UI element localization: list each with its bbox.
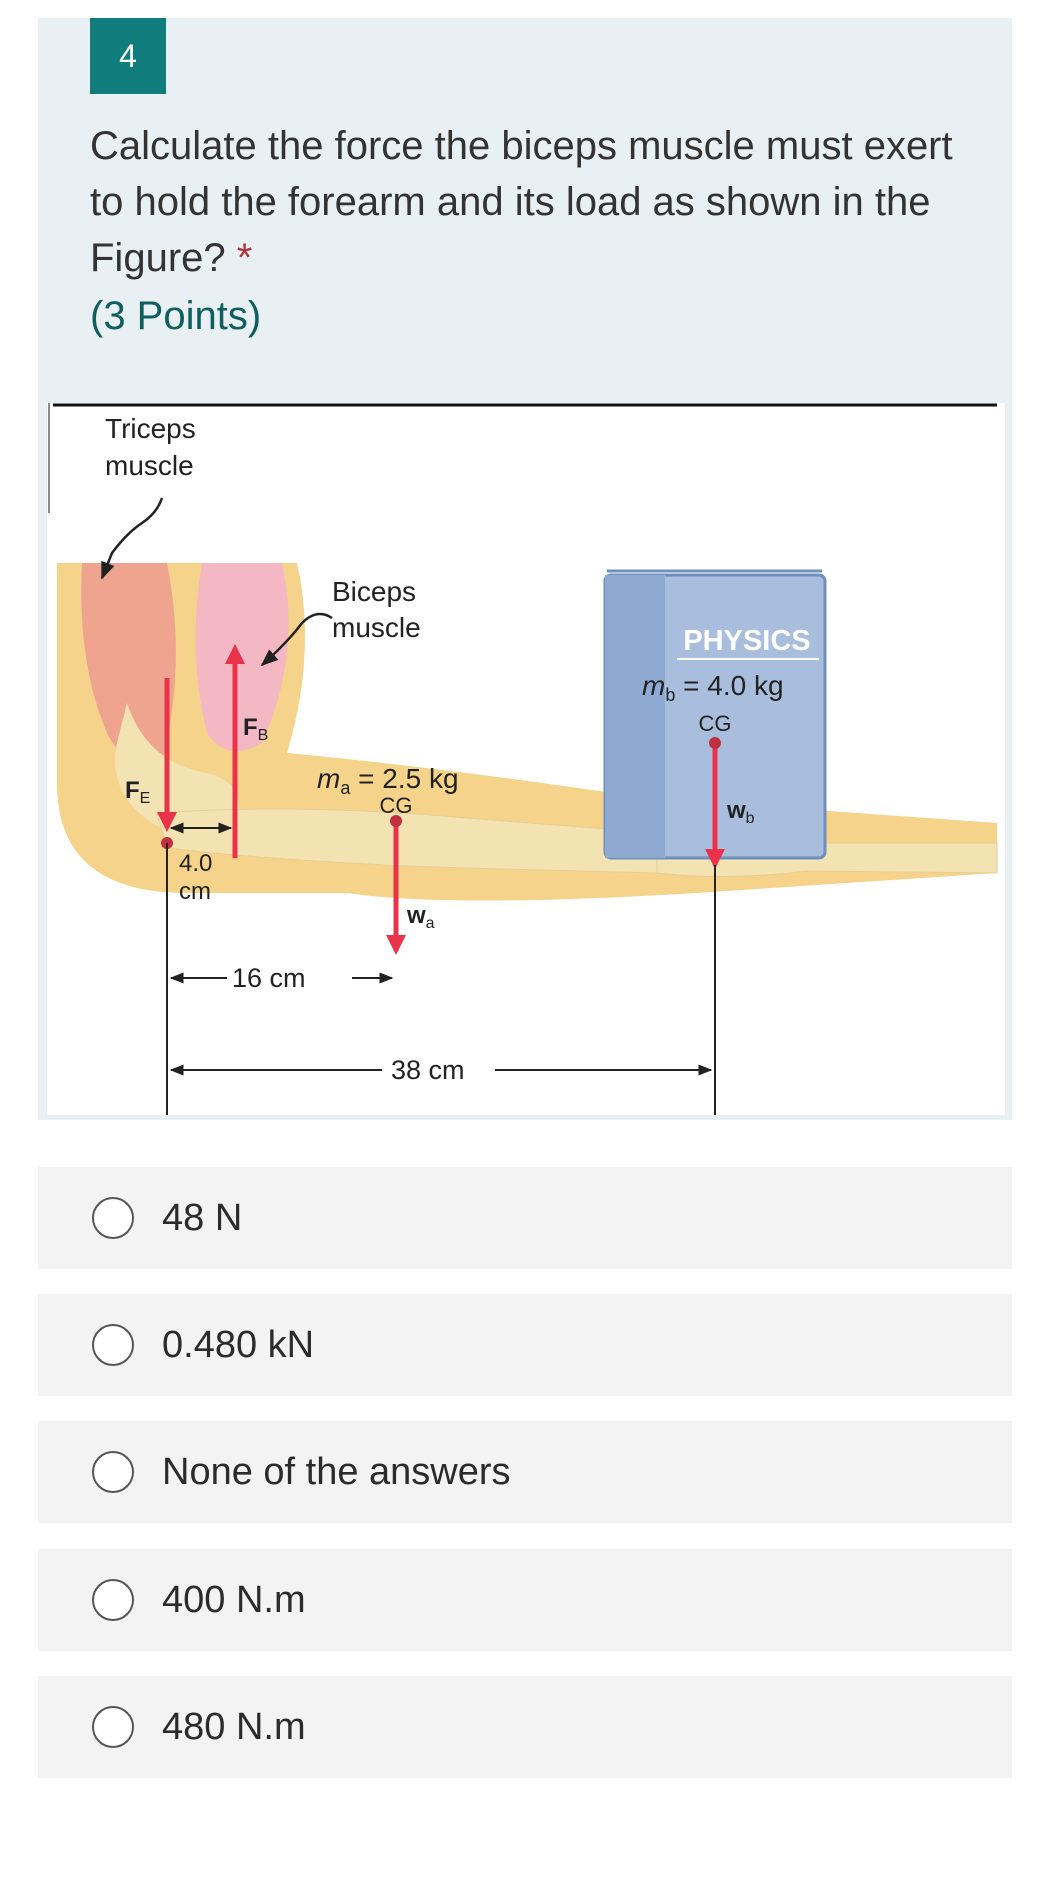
arm-cg-label: CG <box>380 793 413 818</box>
humerus-bone <box>115 703 239 836</box>
mb-rest: = 4.0 kg <box>675 670 783 701</box>
answer-option-label: 480 N.m <box>162 1705 306 1748</box>
radio-button[interactable] <box>92 1451 134 1493</box>
biceps-label-line1: Biceps <box>332 576 416 607</box>
radio-button[interactable] <box>92 1324 134 1366</box>
answer-option-label: 0.480 kN <box>162 1323 315 1366</box>
question-card: 4 Calculate the force the biceps muscle … <box>38 18 1012 1120</box>
book-title-label: PHYSICS <box>683 625 810 657</box>
answer-option-4[interactable]: 400 N.m <box>38 1549 1012 1651</box>
ma-sub: a <box>340 778 351 798</box>
wa-main: w <box>406 902 426 929</box>
wb-main: w <box>726 797 746 824</box>
radio-button[interactable] <box>92 1197 134 1239</box>
wa-label: wa <box>406 902 435 932</box>
question-text-body: Calculate the force the biceps muscle mu… <box>90 124 953 280</box>
fe-label: FE <box>125 777 150 807</box>
mb-sub: b <box>665 685 675 705</box>
biceps-label-line2: muscle <box>332 612 421 643</box>
book-spine <box>605 575 665 858</box>
book-cg-point <box>709 737 721 749</box>
forearm-diagram: PHYSICS mb = 4.0 kg CG Triceps muscle Bi… <box>48 403 998 1115</box>
fb-main: F <box>243 714 258 741</box>
book-cg-label: CG <box>699 711 732 736</box>
answer-option-5[interactable]: 480 N.m <box>38 1676 1012 1778</box>
wa-sub: a <box>426 915 435 932</box>
ma-rest: = 2.5 kg <box>350 763 458 794</box>
arm-cg-point <box>390 815 402 827</box>
radio-button[interactable] <box>92 1706 134 1748</box>
dist-small-line1: 4.0 <box>179 850 212 877</box>
fb-label: FB <box>243 714 268 744</box>
question-figure: PHYSICS mb = 4.0 kg CG Triceps muscle Bi… <box>47 403 1005 1115</box>
triceps-pointer <box>100 497 164 580</box>
fb-sub: B <box>258 727 269 744</box>
mb-main: m <box>642 670 665 701</box>
biceps-pointer <box>260 612 333 667</box>
question-points: (3 Points) <box>90 294 262 338</box>
answer-option-label: None of the answers <box>162 1450 511 1493</box>
wb-sub: b <box>746 810 755 827</box>
answer-option-2[interactable]: 0.480 kN <box>38 1294 1012 1396</box>
required-marker: * <box>236 236 253 280</box>
fe-sub: E <box>140 790 151 807</box>
fe-main: F <box>125 777 140 804</box>
radio-button[interactable] <box>92 1579 134 1621</box>
triceps-muscle-shape <box>81 563 176 765</box>
wb-label: wb <box>726 797 755 827</box>
answer-option-label: 400 N.m <box>162 1578 306 1621</box>
answer-option-3[interactable]: None of the answers <box>38 1421 1012 1523</box>
book-mass-label: mb = 4.0 kg <box>642 670 784 705</box>
dist-small-line2: cm <box>179 878 211 905</box>
answer-option-label: 48 N <box>162 1196 243 1239</box>
dist-38-label: 38 cm <box>391 1055 465 1085</box>
answer-option-1[interactable]: 48 N <box>38 1167 1012 1269</box>
ma-main: m <box>317 763 340 794</box>
dist-16-label: 16 cm <box>232 963 306 993</box>
arm-mass-label: ma = 2.5 kg <box>317 763 459 798</box>
triceps-label-line2: muscle <box>105 450 194 481</box>
question-number: 4 <box>90 18 166 94</box>
question-text: Calculate the force the biceps muscle mu… <box>90 118 970 286</box>
triceps-label-line1: Triceps <box>105 413 196 444</box>
